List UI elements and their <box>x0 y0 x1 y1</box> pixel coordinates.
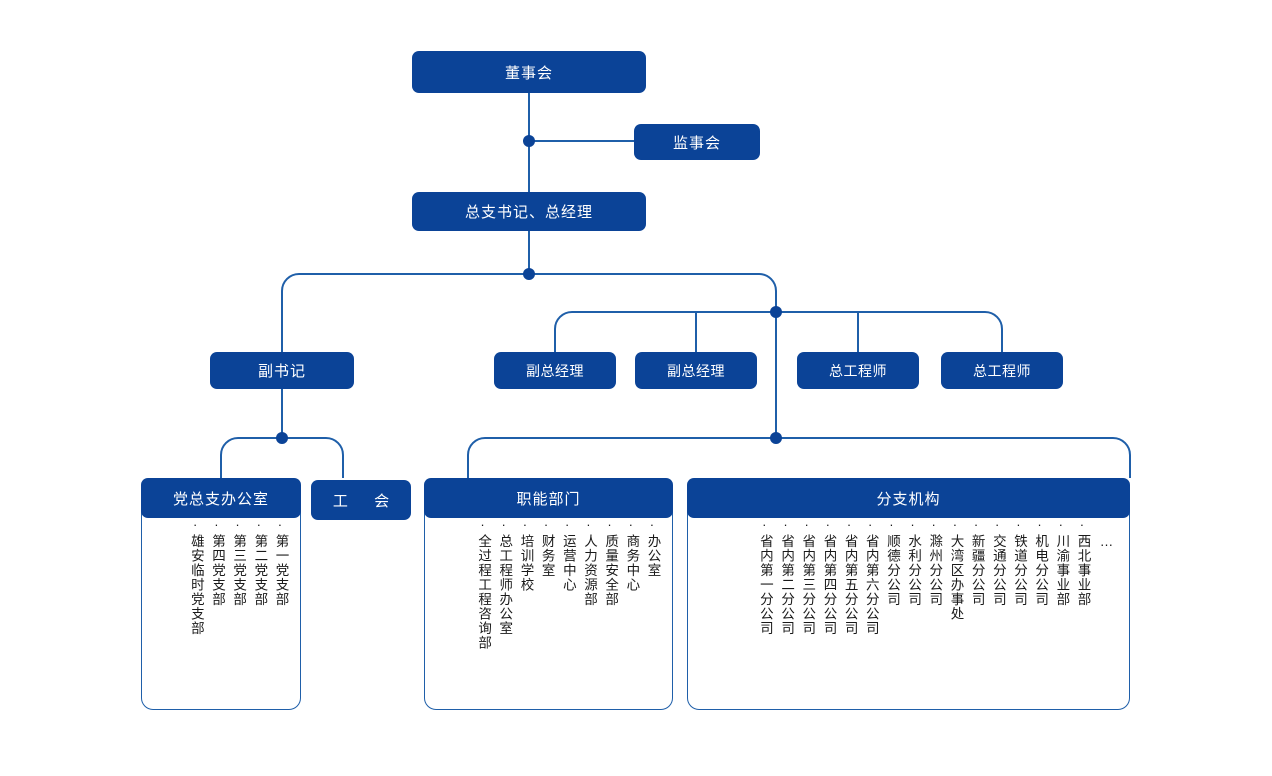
list-item[interactable]: 财务室 <box>539 524 555 578</box>
list-item[interactable]: 商务中心 <box>624 524 639 592</box>
list-item[interactable]: 大湾区办事处 <box>948 524 963 621</box>
functional-departments-items: 办公室 商务中心 质量安全部 人力资源部 运营中心 财务室 培训学校 总工程师办… <box>424 524 673 704</box>
list-item[interactable]: 省内第三分公司 <box>800 524 815 636</box>
list-item[interactable]: 人力资源部 <box>582 524 597 607</box>
group-branches: 分支机构 … 西北事业部 川渝事业部 机电分公司 铁道分公司 交通分公司 新疆分… <box>687 478 1130 710</box>
list-item[interactable]: 省内第二分公司 <box>779 524 794 636</box>
node-board[interactable]: 董事会 <box>412 51 646 93</box>
party-office-items: 第一党支部 第二党支部 第三党支部 第四党支部 雄安临时党支部 <box>141 524 301 704</box>
list-item[interactable]: 顺德分公司 <box>885 524 900 607</box>
list-item[interactable]: 滁州分公司 <box>927 524 942 607</box>
list-item[interactable]: 第三党支部 <box>231 524 246 607</box>
list-item[interactable]: 第一党支部 <box>273 524 289 607</box>
node-deputy-general-manager-1[interactable]: 副总经理 <box>494 352 616 389</box>
more-indicator: … <box>1099 534 1114 551</box>
node-deputy-secretary[interactable]: 副书记 <box>210 352 354 389</box>
list-item[interactable]: 西北事业部 <box>1075 524 1091 607</box>
list-item[interactable]: 第二党支部 <box>252 524 267 607</box>
node-supervisors[interactable]: 监事会 <box>634 124 760 160</box>
branches-items: … 西北事业部 川渝事业部 机电分公司 铁道分公司 交通分公司 新疆分公司 大湾… <box>687 524 1130 704</box>
group-party-office: 党总支办公室 第一党支部 第二党支部 第三党支部 第四党支部 雄安临时党支部 <box>141 478 301 710</box>
node-deputy-general-manager-2[interactable]: 副总经理 <box>635 352 757 389</box>
list-item[interactable]: 新疆分公司 <box>969 524 985 607</box>
list-item[interactable]: 雄安临时党支部 <box>189 524 204 636</box>
functional-departments-header[interactable]: 职能部门 <box>424 478 673 518</box>
node-chief-engineer-2[interactable]: 总工程师 <box>941 352 1063 389</box>
list-item[interactable]: 川渝事业部 <box>1054 524 1069 607</box>
list-item[interactable]: 全过程工程咨询部 <box>476 524 491 650</box>
branches-header[interactable]: 分支机构 <box>687 478 1130 518</box>
node-chief-engineer-1[interactable]: 总工程师 <box>797 352 919 389</box>
list-item[interactable]: 省内第五分公司 <box>842 524 858 636</box>
list-item[interactable]: 运营中心 <box>561 524 576 592</box>
party-office-header[interactable]: 党总支办公室 <box>141 478 301 518</box>
list-item[interactable]: 总工程师办公室 <box>497 524 512 636</box>
list-item[interactable]: 省内第一分公司 <box>758 524 773 636</box>
list-item[interactable]: 机电分公司 <box>1033 524 1048 607</box>
list-item[interactable]: 第四党支部 <box>210 524 225 607</box>
list-item[interactable]: 质量安全部 <box>603 524 618 607</box>
node-labor-union[interactable]: 工 会 <box>311 480 411 520</box>
list-item[interactable]: 水利分公司 <box>906 524 921 607</box>
group-functional-departments: 职能部门 办公室 商务中心 质量安全部 人力资源部 运营中心 财务室 培训学校 … <box>424 478 673 710</box>
list-item[interactable]: 培训学校 <box>518 524 533 592</box>
list-item[interactable]: 交通分公司 <box>991 524 1006 607</box>
list-item[interactable]: 省内第四分公司 <box>821 524 836 636</box>
list-item[interactable]: 铁道分公司 <box>1012 524 1027 607</box>
list-item[interactable]: 省内第六分公司 <box>864 524 879 636</box>
list-item[interactable]: 办公室 <box>645 524 661 578</box>
node-secretary-general-manager[interactable]: 总支书记、总经理 <box>412 192 646 231</box>
